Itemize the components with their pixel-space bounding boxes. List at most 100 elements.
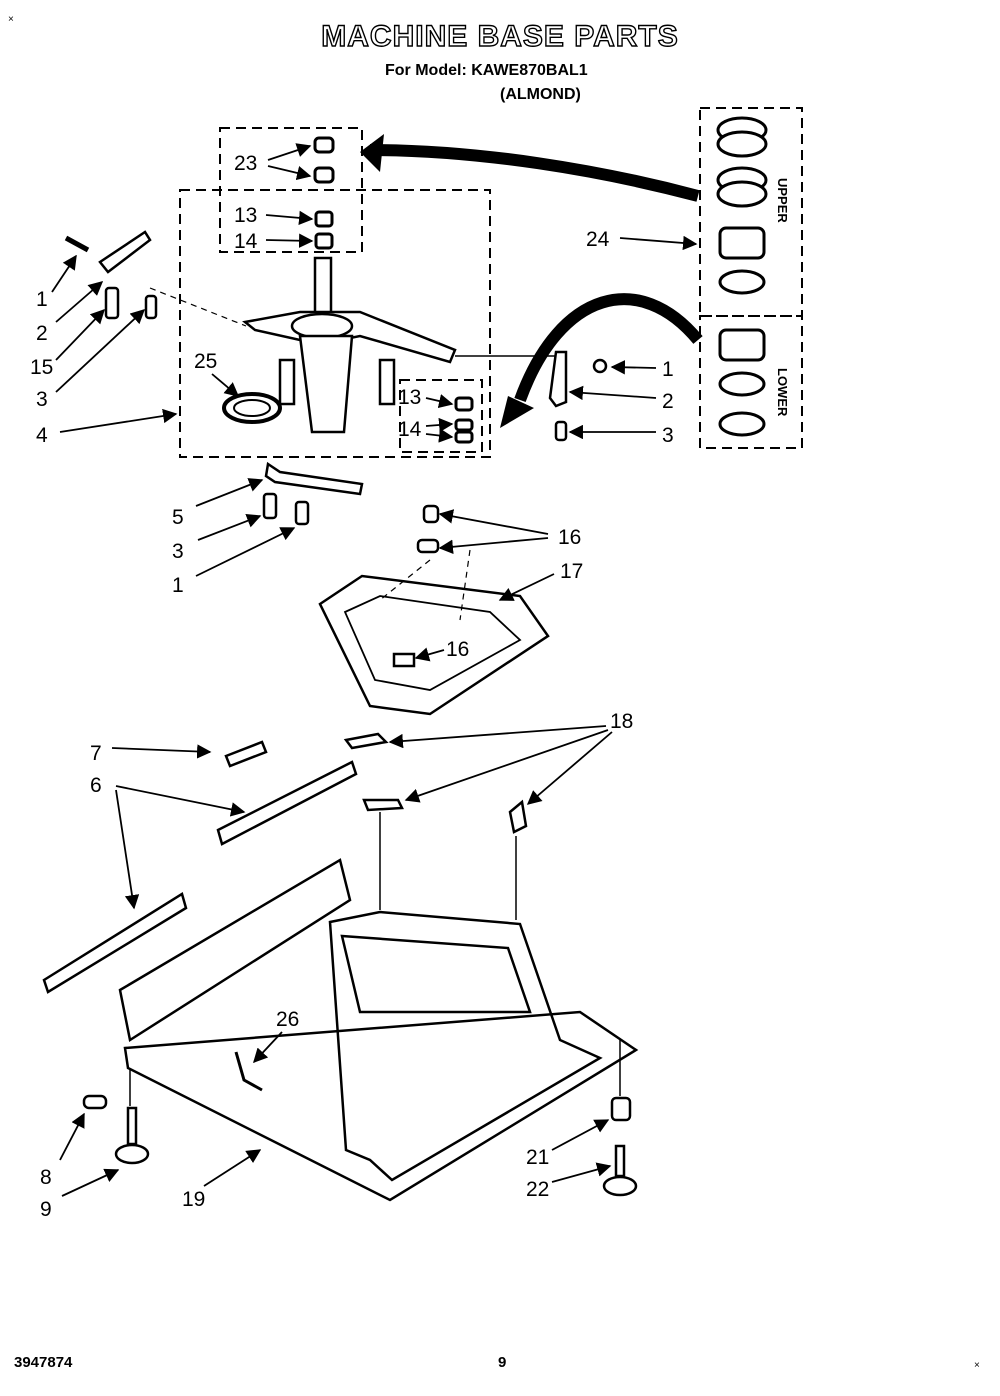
frame-window bbox=[340, 934, 532, 1014]
callout-arrow bbox=[498, 573, 555, 601]
seal-icon bbox=[718, 371, 766, 397]
callout-arrow bbox=[404, 729, 609, 803]
document-number: 3947874 bbox=[14, 1354, 73, 1371]
callout-3: 3 bbox=[36, 388, 48, 411]
corner-mark-bottom: × bbox=[974, 1360, 980, 1371]
callout-arrow bbox=[619, 235, 698, 251]
callout-arrow bbox=[425, 394, 454, 409]
bearing-icon bbox=[716, 130, 768, 158]
callout-arrow bbox=[211, 373, 240, 397]
clip-icon bbox=[392, 652, 416, 668]
callout-arrow bbox=[59, 1112, 85, 1161]
callout-arrow bbox=[610, 360, 657, 375]
dashed-leaders bbox=[149, 287, 471, 621]
callout-18: 18 bbox=[610, 710, 633, 733]
callout-arrow bbox=[267, 165, 312, 181]
plug-icon bbox=[82, 1094, 108, 1110]
gear-ring-icon bbox=[718, 328, 766, 362]
rail-icon bbox=[42, 892, 188, 994]
leader-line bbox=[459, 549, 471, 621]
leveling-leg-icon bbox=[126, 1106, 138, 1146]
callout-arrow bbox=[414, 647, 445, 662]
callout-5: 5 bbox=[172, 506, 184, 529]
suspension-bracket bbox=[318, 574, 550, 716]
callout-arrow bbox=[526, 731, 613, 805]
callout-3: 3 bbox=[172, 540, 184, 563]
lower-kit-parts bbox=[718, 328, 766, 437]
callout-arrow bbox=[388, 725, 607, 749]
washer-icon bbox=[314, 210, 334, 228]
clip-icon bbox=[224, 740, 268, 768]
bushing-icon bbox=[610, 1096, 632, 1122]
machine-base-frame bbox=[118, 812, 639, 1202]
callout-arrow bbox=[438, 509, 549, 535]
page-title: MACHINE BASE PARTS bbox=[321, 19, 679, 53]
rail-icon bbox=[216, 760, 358, 846]
callout-arrow bbox=[253, 1031, 283, 1064]
callout-arrow bbox=[195, 478, 264, 507]
leveling-leg-icon bbox=[614, 1144, 626, 1178]
bracket-icon bbox=[98, 230, 152, 274]
washer-icon bbox=[314, 232, 334, 250]
bracket-icon bbox=[548, 350, 568, 408]
base-frame-outline bbox=[328, 910, 603, 1182]
clip-icon bbox=[508, 799, 528, 834]
upper-kit-label: UPPER bbox=[775, 178, 790, 223]
washer-icon bbox=[454, 430, 474, 444]
callout-19: 19 bbox=[182, 1188, 205, 1211]
callout-arrow bbox=[438, 537, 549, 554]
callout-13: 13 bbox=[398, 386, 421, 409]
bolt-icon bbox=[294, 500, 310, 526]
bushing-icon bbox=[313, 166, 335, 184]
callout-arrow bbox=[197, 513, 262, 541]
callout-arrows bbox=[51, 143, 698, 1197]
callout-2: 2 bbox=[36, 322, 48, 345]
bearing-icon bbox=[716, 180, 768, 208]
callout-arrow bbox=[61, 1168, 120, 1197]
callout-arrow bbox=[203, 1149, 262, 1187]
callout-arrow bbox=[115, 789, 140, 910]
leader-line bbox=[149, 287, 247, 327]
seal-icon bbox=[718, 269, 766, 295]
clip-icon bbox=[343, 732, 389, 750]
lower-kit-label: LOWER bbox=[775, 368, 790, 417]
model-line: For Model: KAWE870BAL1 bbox=[385, 62, 588, 79]
callout-8: 8 bbox=[40, 1166, 52, 1189]
callout-14: 14 bbox=[398, 418, 422, 441]
callout-6: 6 bbox=[90, 774, 102, 797]
callout-arrow bbox=[551, 1162, 612, 1183]
callout-arrow bbox=[265, 233, 314, 248]
callout-arrow bbox=[265, 210, 314, 226]
dashed-box-right bbox=[399, 379, 483, 453]
callout-16: 16 bbox=[446, 638, 469, 661]
callout-arrow bbox=[115, 785, 246, 817]
corner-mark-top: × bbox=[8, 14, 14, 25]
spring-icon bbox=[104, 286, 120, 320]
callout-22: 22 bbox=[526, 1178, 549, 1201]
callout-arrow bbox=[267, 143, 312, 161]
top-box-parts bbox=[313, 136, 335, 250]
leg-right bbox=[378, 358, 396, 406]
dashed-box-assembly bbox=[179, 189, 491, 458]
dashed-box-lower-kit bbox=[699, 315, 803, 449]
hub bbox=[290, 312, 354, 340]
callout-arrow bbox=[425, 428, 454, 443]
callout-13: 13 bbox=[234, 204, 257, 227]
washer-icon bbox=[454, 418, 474, 432]
bracket-inner bbox=[343, 595, 522, 691]
leg-left bbox=[278, 358, 296, 406]
callout-arrow bbox=[55, 281, 104, 323]
big-arrow-upper bbox=[369, 144, 700, 202]
callout-arrow bbox=[55, 309, 146, 393]
right-small-parts bbox=[455, 350, 608, 442]
callout-arrow bbox=[568, 385, 657, 401]
rear-rail bbox=[118, 858, 352, 1043]
nut-icon bbox=[592, 358, 608, 374]
callout-15: 15 bbox=[30, 356, 53, 379]
callout-arrow bbox=[425, 417, 454, 433]
callout-7: 7 bbox=[90, 742, 102, 765]
hinge-pin-icon bbox=[234, 1051, 263, 1092]
support-assembly bbox=[318, 504, 550, 716]
callout-arrow bbox=[195, 527, 296, 577]
